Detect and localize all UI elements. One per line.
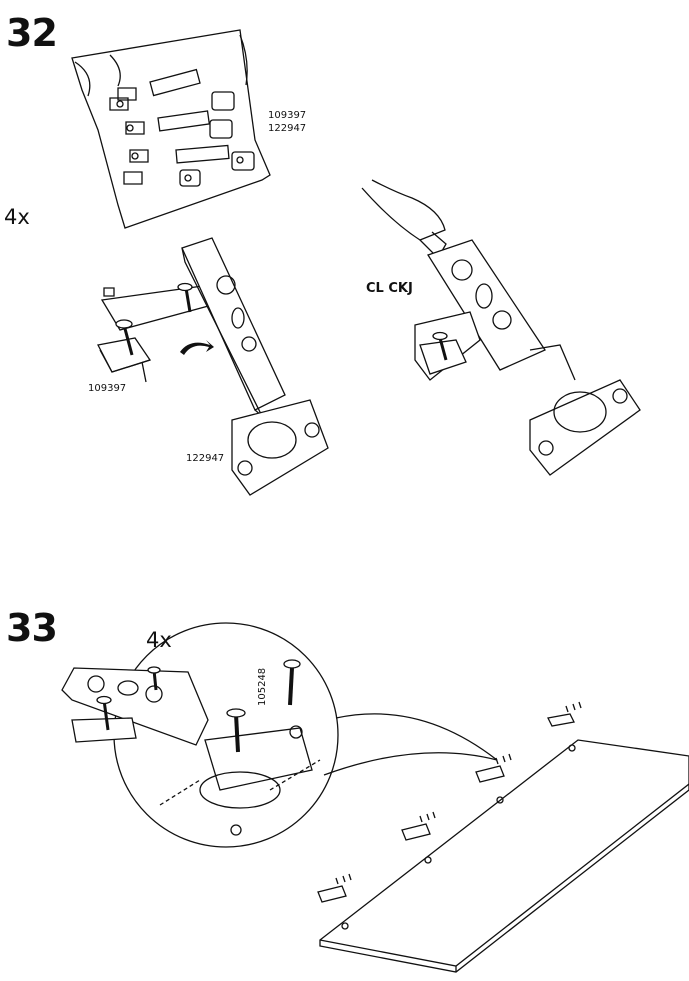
bag-part-number-1: 109397 — [268, 110, 307, 121]
click-label: CL CKJ — [366, 281, 413, 296]
step32-quantity: 4x — [4, 205, 30, 229]
bag-part-number-2: 122947 — [268, 123, 307, 134]
step-number-32: 32 — [6, 11, 58, 55]
left-part-number-1: 109397 — [88, 383, 127, 394]
step33-quantity: 4x — [146, 628, 172, 652]
screw-part-number: 105248 — [257, 667, 268, 706]
left-part-number-2: 122947 — [186, 453, 225, 464]
step-number-33: 33 — [6, 606, 58, 650]
